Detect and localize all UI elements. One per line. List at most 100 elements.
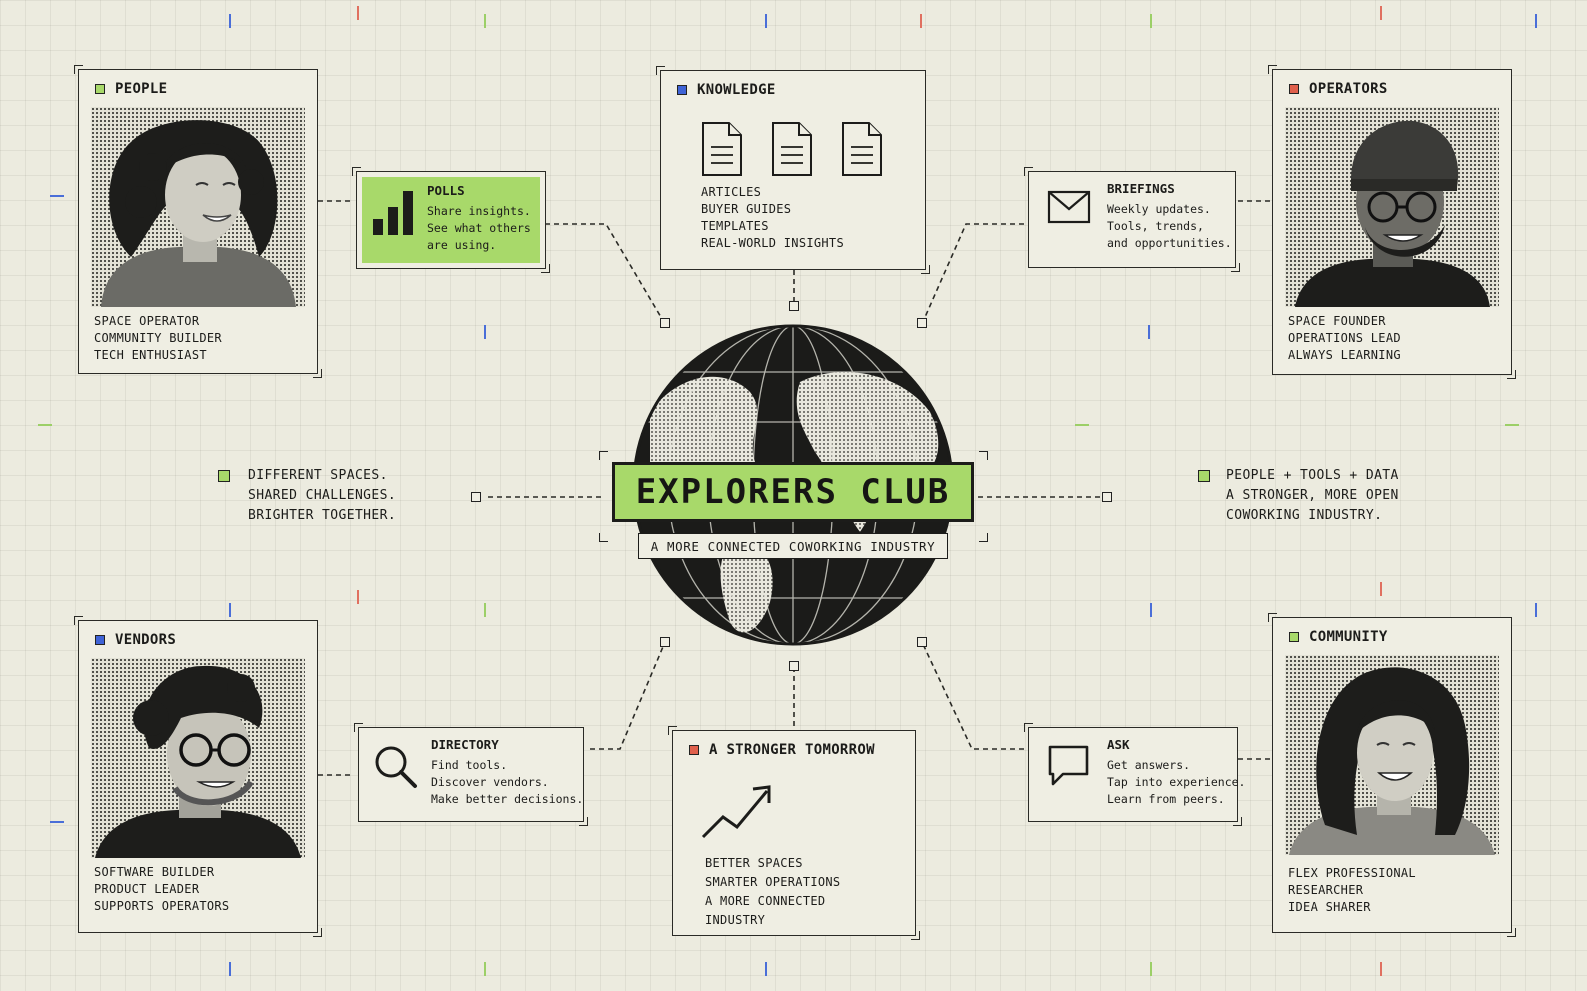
corner-bracket [599, 533, 608, 542]
grid-tick [1150, 962, 1152, 976]
grid-tick [1075, 424, 1089, 426]
grid-tick [765, 962, 767, 976]
green-square-icon [1289, 632, 1299, 642]
community-role: RESEARCHER [1288, 883, 1364, 897]
directory-line: Discover vendors. [431, 775, 549, 789]
people-role: TECH ENTHUSIAST [94, 348, 207, 362]
blue-square-icon [677, 85, 687, 95]
right-tagline-line: PEOPLE + TOOLS + DATA [1226, 468, 1399, 483]
polls-title: POLLS [427, 183, 465, 198]
green-square-icon [95, 84, 105, 94]
briefings-title: BRIEFINGS [1107, 181, 1175, 196]
tomorrow-lines: BETTER SPACES SMARTER OPERATIONS A MORE … [705, 854, 840, 930]
grid-tick [765, 14, 767, 28]
knowledge-item: REAL-WORLD INSIGHTS [701, 236, 844, 250]
operators-role: ALWAYS LEARNING [1288, 348, 1401, 362]
vendors-card[interactable]: VENDORS SOFTWARE BUILDER PRODUCT LEADER … [74, 616, 322, 937]
grid-tick [1535, 603, 1537, 617]
ask-title: ASK [1107, 737, 1130, 752]
connector-node [660, 318, 670, 328]
man-beanie-portrait-icon [1295, 120, 1490, 307]
grid-tick [38, 424, 52, 426]
left-tagline-line: DIFFERENT SPACES. [248, 468, 388, 483]
briefings-line: and opportunities. [1107, 236, 1232, 250]
connector-node [789, 301, 799, 311]
people-roles: SPACE OPERATOR COMMUNITY BUILDER TECH EN… [94, 313, 222, 364]
people-role: COMMUNITY BUILDER [94, 331, 222, 345]
grid-tick [1380, 582, 1382, 596]
grid-tick [1535, 14, 1537, 28]
grid-tick [484, 603, 486, 617]
community-header: COMMUNITY [1289, 629, 1388, 645]
right-tagline: PEOPLE + TOOLS + DATA A STRONGER, MORE O… [1226, 466, 1399, 526]
people-card[interactable]: PEOPLE SPACE OPERATOR COMMUNITY BUILDER … [74, 65, 322, 378]
operators-role: OPERATIONS LEAD [1288, 331, 1401, 345]
vendors-header-label: VENDORS [115, 632, 177, 648]
tomorrow-line: SMARTER OPERATIONS [705, 875, 841, 889]
connector-node [917, 318, 927, 328]
grid-tick [357, 6, 359, 20]
community-header-label: COMMUNITY [1309, 629, 1388, 645]
green-square-icon [218, 470, 230, 482]
polls-line: are using. [427, 238, 497, 252]
knowledge-card[interactable]: KNOWLEDGE ARTICLES BUYER GUIDES TEMPLATE… [656, 66, 930, 274]
connector-node [789, 661, 799, 671]
grid-tick [229, 14, 231, 28]
community-role: FLEX PROFESSIONAL [1288, 866, 1416, 880]
red-square-icon [1289, 84, 1299, 94]
directory-line: Make better decisions. [431, 792, 584, 806]
connector-node [917, 637, 927, 647]
polls-line: See what others [427, 221, 531, 235]
grid-tick [1380, 962, 1382, 976]
operators-card[interactable]: OPERATORS SPACE FOUNDER OPERATIONS LEAD … [1268, 65, 1516, 379]
operators-roles: SPACE FOUNDER OPERATIONS LEAD ALWAYS LEA… [1288, 313, 1401, 364]
directory-card[interactable]: DIRECTORY Find tools. Discover vendors. … [354, 723, 588, 826]
grid-tick [920, 14, 922, 28]
grid-tick [484, 962, 486, 976]
grid-tick [229, 603, 231, 617]
tomorrow-header: A STRONGER TOMORROW [689, 742, 875, 758]
tomorrow-header-label: A STRONGER TOMORROW [709, 742, 875, 758]
people-header: PEOPLE [95, 81, 167, 97]
briefings-line: Weekly updates. [1107, 202, 1211, 216]
trend-up-icon [701, 785, 771, 839]
community-card[interactable]: COMMUNITY FLEX PROFESSIONAL RESEARCHER I… [1268, 613, 1516, 937]
briefings-text: BRIEFINGS Weekly updates. Tools, trends,… [1107, 180, 1232, 252]
briefings-card[interactable]: BRIEFINGS Weekly updates. Tools, trends,… [1024, 167, 1240, 272]
search-icon [375, 746, 417, 788]
directory-title: DIRECTORY [431, 737, 499, 752]
people-portrait [91, 107, 305, 307]
subtitle: A MORE CONNECTED COWORKING INDUSTRY [638, 533, 948, 559]
grid-tick [1150, 14, 1152, 28]
grid-tick [1505, 424, 1519, 426]
grid-tick [50, 821, 64, 823]
ask-line: Get answers. [1107, 758, 1191, 772]
polls-text: POLLS Share insights. See what others ar… [427, 182, 531, 254]
envelope-icon [1047, 190, 1091, 224]
knowledge-items: ARTICLES BUYER GUIDES TEMPLATES REAL-WOR… [701, 184, 844, 252]
community-roles: FLEX PROFESSIONAL RESEARCHER IDEA SHARER [1288, 865, 1416, 916]
tomorrow-card[interactable]: A STRONGER TOMORROW BETTER SPACES SMARTE… [668, 726, 920, 940]
woman-portrait-icon [101, 120, 296, 307]
ask-line: Tap into experience. [1107, 775, 1246, 789]
vendors-role: SUPPORTS OPERATORS [94, 899, 230, 913]
vendors-role: SOFTWARE BUILDER [94, 865, 215, 879]
polls-card[interactable]: POLLS Share insights. See what others ar… [352, 167, 550, 273]
ask-card[interactable]: ASK Get answers. Tap into experience. Le… [1024, 723, 1245, 826]
grid-tick [229, 962, 231, 976]
operators-header: OPERATORS [1289, 81, 1388, 97]
knowledge-item: TEMPLATES [701, 219, 769, 233]
grid-tick [1150, 603, 1152, 617]
operators-portrait [1285, 107, 1499, 307]
directory-text: DIRECTORY Find tools. Discover vendors. … [431, 736, 583, 808]
corner-bracket [979, 451, 988, 460]
connector-node [1102, 492, 1112, 502]
tomorrow-line: INDUSTRY [705, 913, 766, 927]
connector-node [660, 637, 670, 647]
left-tagline-line: BRIGHTER TOGETHER. [248, 508, 397, 523]
grid-tick [357, 590, 359, 604]
connector-node [471, 492, 481, 502]
vendors-roles: SOFTWARE BUILDER PRODUCT LEADER SUPPORTS… [94, 864, 229, 915]
grid-tick [1148, 325, 1150, 339]
